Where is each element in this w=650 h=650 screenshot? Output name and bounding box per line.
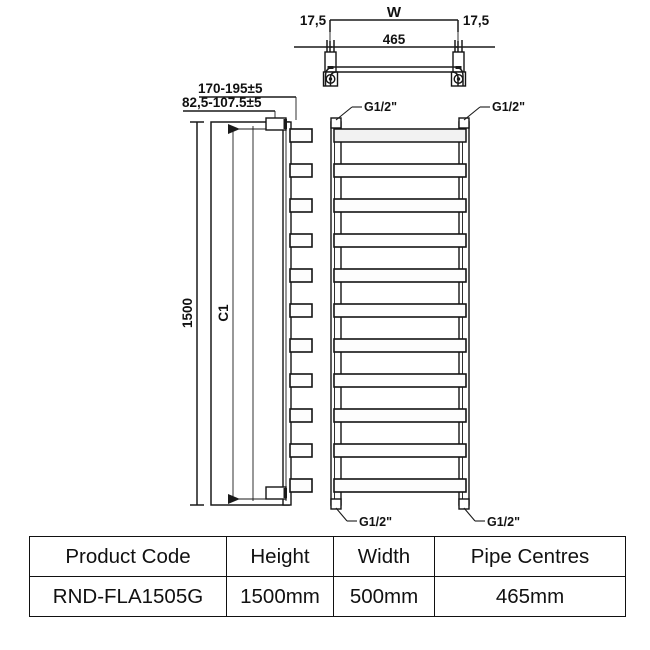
- spec-value-height: 1500mm: [226, 576, 334, 617]
- spec-value-product-code: RND-FLA1505G: [29, 576, 227, 617]
- spec-header-height: Height: [226, 536, 334, 577]
- top-view-right-offset-label: 17,5: [463, 13, 490, 28]
- top-view-465-label: 465: [383, 32, 406, 47]
- spec-header-pipe-centres: Pipe Centres: [434, 536, 626, 577]
- front-view-bars: [333, 128, 467, 493]
- top-view-group: [294, 19, 495, 87]
- side-view-lower-projection-dim: [183, 110, 276, 122]
- side-view-height-label: 1500: [180, 298, 195, 328]
- side-view-top-connection: [265, 117, 287, 131]
- side-view-lower-projection-label: 82,5-107.5±5: [182, 95, 262, 110]
- side-view-upper-projection-dim: [199, 96, 297, 120]
- spec-header-product-code: Product Code: [29, 536, 227, 577]
- side-view-height-dimension: [190, 121, 204, 506]
- side-view-bottom-connection: [265, 486, 287, 500]
- front-view-bottom-left-connection-label: G1/2": [359, 515, 392, 529]
- side-view-group: [183, 96, 313, 506]
- side-view-c1-label: C1: [216, 304, 231, 322]
- front-view-bottom-left-connector: [330, 498, 342, 510]
- spec-table-row: RND-FLA1505G 1500mm 500mm 465mm: [29, 576, 626, 617]
- front-view-top-left-connection-label: G1/2": [364, 100, 397, 114]
- spec-value-pipe-centres: 465mm: [434, 576, 626, 617]
- front-view-bottom-right-connector: [458, 498, 470, 510]
- spec-value-width: 500mm: [333, 576, 435, 617]
- front-view-top-left-connector: [330, 117, 342, 129]
- front-view-top-right-connection-label: G1/2": [492, 100, 525, 114]
- top-view-return-bend: [324, 66, 464, 86]
- top-view-w-label: W: [387, 4, 402, 21]
- front-view-bottom-right-connection-label: G1/2": [487, 515, 520, 529]
- front-view-connection-leaders: [335, 106, 490, 522]
- spec-header-width: Width: [333, 536, 435, 577]
- front-view-top-right-connector: [458, 117, 470, 129]
- specification-table: Product Code Height Width Pipe Centres R…: [29, 536, 626, 617]
- spec-table-header-row: Product Code Height Width Pipe Centres: [29, 536, 626, 577]
- top-view-w-dimension: [329, 19, 459, 47]
- side-view-upper-projection-label: 170-195±5: [198, 81, 263, 96]
- top-view-left-offset-label: 17,5: [300, 13, 327, 28]
- side-view-bar-stubs: [289, 128, 313, 493]
- side-view-c1-dimension: [228, 124, 268, 504]
- front-view-group: [330, 106, 490, 522]
